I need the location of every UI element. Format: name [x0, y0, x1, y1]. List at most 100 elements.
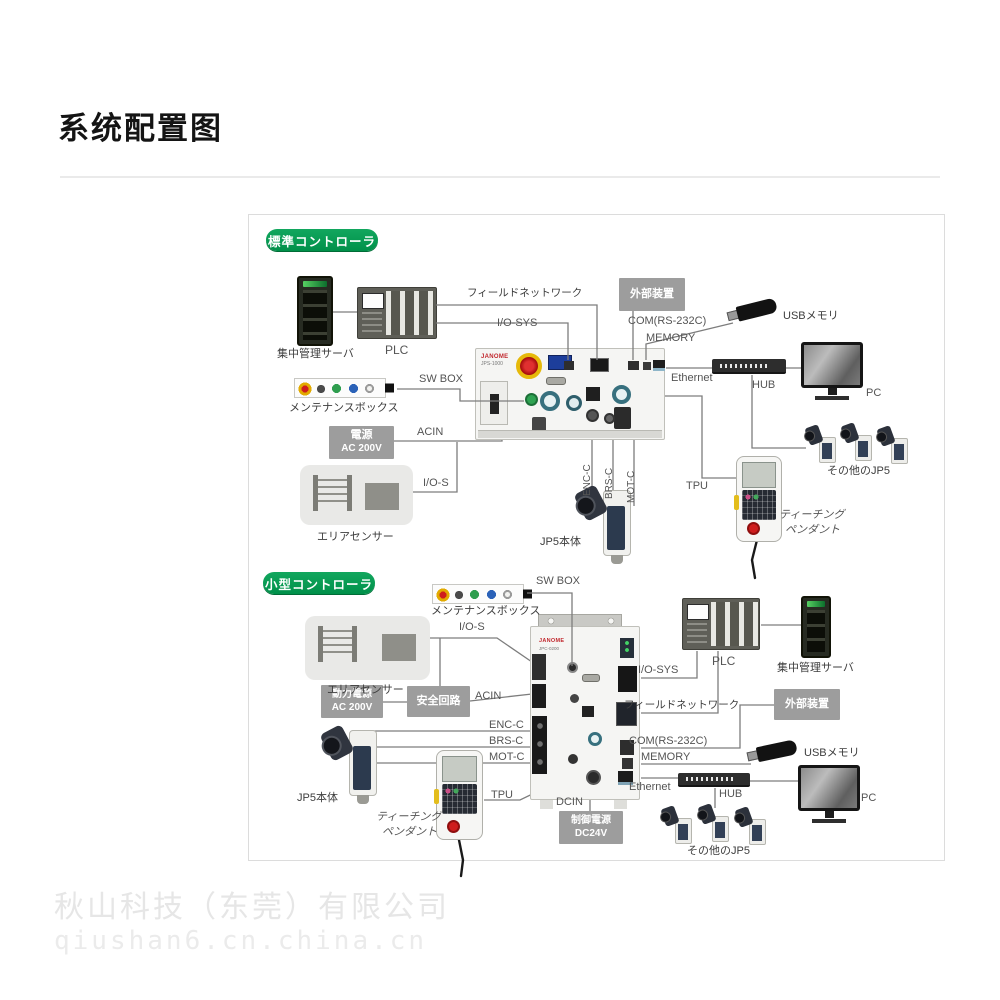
- area-sensor-icon-cmp: [305, 616, 430, 680]
- hub-label-cmp: HUB: [719, 788, 743, 800]
- enc-connector: [586, 409, 599, 422]
- pc-stand-cmp: [812, 811, 846, 823]
- pc-monitor-icon-cmp: [798, 765, 860, 811]
- io-sys-port: [564, 361, 574, 370]
- motive-power-label-2: AC 200V: [331, 701, 373, 713]
- plc-icon-std: [357, 287, 437, 339]
- foot: [614, 800, 627, 809]
- mot-connector: [614, 407, 631, 429]
- motive-power-box-cmp: 動力電源 AC 200V: [321, 685, 383, 718]
- section-badge-compact: 小型コントローラ: [263, 572, 375, 594]
- ethernet-label-cmp: Ethernet: [629, 781, 671, 793]
- round-connector: [568, 754, 578, 764]
- external-device-label-std: 外部装置: [630, 287, 674, 300]
- memory-port: [643, 362, 651, 370]
- enc-label-std: ENC-C: [582, 464, 593, 496]
- sw-box-connector: [567, 662, 578, 673]
- maintenance-box-icon-cmp: [432, 584, 524, 604]
- watermark-url: qiushan6.cn.china.cn: [54, 926, 428, 956]
- area-sensor-label-std: エリアセンサー: [317, 531, 394, 543]
- io-s-label-std: I/O-S: [423, 477, 449, 489]
- sw-box-connector: [525, 393, 538, 406]
- field-network-label-cmp: フィールドネットワーク: [624, 699, 740, 711]
- brs-connector: [604, 413, 615, 424]
- robot-icon-std: [573, 484, 639, 568]
- server-icon-std: [297, 276, 333, 346]
- plc-label-std: PLC: [385, 343, 409, 357]
- memory-port: [622, 758, 633, 769]
- control-power-label-1: 制御電源: [571, 815, 611, 826]
- dsub-port: [582, 674, 600, 682]
- server-icon-cmp: [801, 596, 831, 658]
- safety-circuit-label: 安全回路: [416, 694, 461, 707]
- tpu-label-cmp: TPU: [491, 789, 513, 801]
- pendant-label2-std: ペンダント: [785, 524, 840, 536]
- io-s-label-cmp: I/O-S: [459, 621, 485, 633]
- round-connector: [570, 694, 579, 703]
- pc-screen: [801, 768, 857, 808]
- server-label-cmp: 集中管理サーバ: [777, 662, 854, 674]
- round-connector: [540, 391, 560, 411]
- square-connector: [582, 706, 594, 717]
- maintenance-label-cmp: メンテナンスボックス: [431, 605, 541, 617]
- acin-port: [532, 684, 546, 708]
- mini-robot-body: [712, 816, 729, 842]
- control-power-label-2: DC24V: [574, 827, 608, 839]
- other-robots-label-std: その他のJP5: [827, 465, 890, 477]
- sw-box-label-std: SW BOX: [419, 373, 464, 385]
- memory-label-cmp: MEMORY: [641, 751, 691, 763]
- server-label-std: 集中管理サーバ: [277, 348, 354, 360]
- pc-stand-std: [815, 388, 849, 400]
- robot-label-cmp: JP5本体: [297, 792, 338, 804]
- other-robots-icon-cmp: [660, 803, 770, 848]
- mini-robot: [804, 424, 838, 465]
- brs-label-cmp: BRS-C: [489, 735, 524, 747]
- plc-label-cmp: PLC: [712, 654, 736, 668]
- page-title: 系统配置图: [58, 111, 223, 146]
- dcin-label-cmp: DCIN: [556, 796, 583, 808]
- square-connector: [586, 387, 600, 401]
- tpu-label-std: TPU: [686, 480, 708, 492]
- motive-power-label-1: 動力電源: [332, 689, 372, 700]
- power-label-1: 電源: [350, 429, 373, 442]
- mini-robot: [734, 806, 768, 847]
- section-badge-standard: 標準コントローラ: [266, 229, 378, 251]
- safety-circuit-box-cmp: 安全回路: [407, 686, 470, 717]
- bottom-rail: [478, 430, 662, 438]
- pc-label-cmp: PC: [861, 792, 877, 804]
- control-power-box-cmp: 制御電源 DC24V: [559, 811, 623, 844]
- mini-robot: [840, 422, 874, 463]
- mot-label-cmp: MOT-C: [489, 751, 525, 763]
- io-sys-label-cmp: I/O-SYS: [638, 664, 679, 676]
- pendant-estop: [447, 820, 460, 833]
- round-connector: [566, 395, 582, 411]
- hub-label-std: HUB: [752, 379, 776, 391]
- enc-label-cmp: ENC-C: [489, 719, 524, 731]
- hub-icon-cmp: [678, 773, 750, 787]
- pendant-label1-cmp: ティーチング: [376, 811, 442, 823]
- foot: [540, 800, 553, 809]
- estop-button: [516, 353, 542, 379]
- pendant-icon-std: [734, 456, 782, 542]
- external-device-box-cmp: 外部装置: [774, 689, 840, 720]
- com-label-std: COM(RS-232C): [628, 315, 707, 327]
- hub-icon-std: [712, 359, 786, 374]
- other-robots-label-cmp: その他のJP5: [687, 845, 750, 857]
- ethernet-port: [618, 771, 633, 785]
- field-network-port: [616, 702, 637, 726]
- usb-label-std: USBメモリ: [783, 310, 839, 322]
- dcin-connector: [586, 770, 601, 785]
- round-connector: [612, 385, 631, 404]
- area-sensor-label-cmp: エリアセンサー: [327, 684, 404, 696]
- mini-robot: [876, 425, 910, 466]
- controller-brand-std: JANOME: [481, 354, 509, 360]
- com-port: [628, 361, 639, 370]
- pc-monitor-icon-std: [801, 342, 863, 388]
- title-divider: [60, 176, 940, 178]
- ethernet-label-std: Ethernet: [671, 372, 713, 384]
- mot-label-std: MOT-C: [626, 470, 637, 503]
- watermark-company: 秋山科技（东莞）有限公司: [54, 891, 450, 924]
- power-label-2: AC 200V: [341, 443, 382, 455]
- controller-brand-cmp: JANOME: [539, 638, 565, 644]
